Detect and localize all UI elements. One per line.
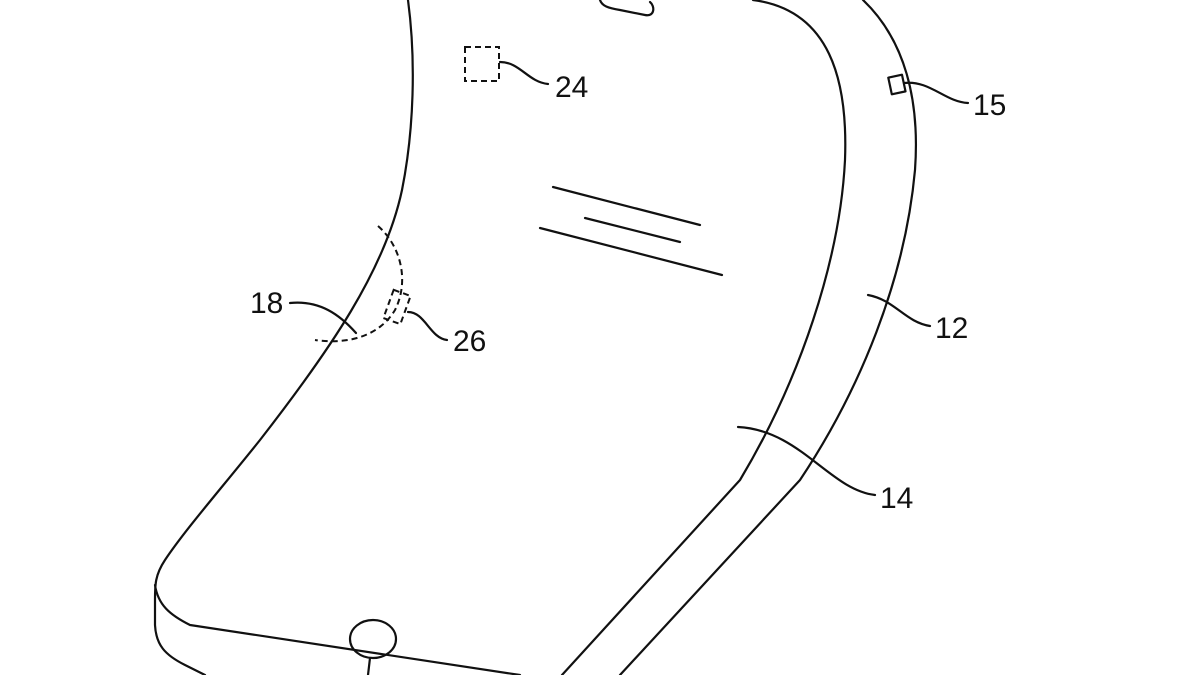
label-24: 24 — [555, 71, 588, 104]
label-12: 12 — [935, 312, 968, 345]
label-18: 18 — [250, 287, 283, 320]
housing-right-edge — [618, 0, 917, 675]
home-button — [348, 618, 398, 660]
front-face-edge — [153, 583, 522, 675]
glare-line — [538, 226, 724, 277]
bend-region-18 — [314, 225, 404, 343]
leader-18 — [288, 301, 358, 335]
leader-14 — [736, 425, 877, 497]
glare-line — [551, 185, 702, 227]
screen-right-edge — [560, 0, 847, 675]
left-edge — [153, 0, 414, 675]
label-15: 15 — [973, 89, 1006, 122]
sensor-24-outline — [464, 46, 500, 82]
speaker-slot — [598, 0, 655, 17]
label-26: 26 — [453, 325, 486, 358]
home-button-stem — [366, 656, 372, 675]
leader-26 — [406, 310, 449, 342]
label-14: 14 — [880, 482, 913, 515]
leader-12 — [866, 293, 932, 328]
leader-15 — [902, 81, 970, 105]
leader-24 — [498, 60, 550, 86]
bend-sensor-26 — [382, 288, 412, 326]
glare-line — [583, 216, 682, 244]
component-15 — [887, 73, 907, 96]
